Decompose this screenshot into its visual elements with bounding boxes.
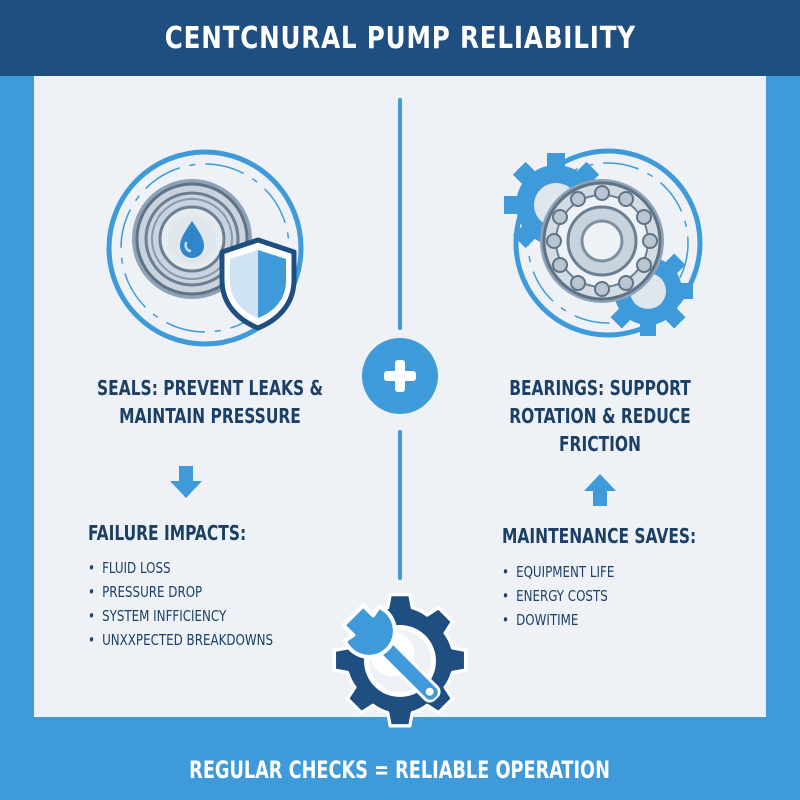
- shield-icon: [219, 237, 297, 331]
- center-divider-bottom: [398, 430, 402, 580]
- list-item: EQUIPMENT LIFE: [502, 560, 614, 584]
- plus-icon: [362, 338, 438, 414]
- ball-bearing-icon: [504, 148, 703, 338]
- header-bar: CENTCNURAL PUMP RELIABILITY: [0, 0, 800, 76]
- failure-impacts-heading: FAILURE IMPACTS:: [88, 521, 247, 545]
- center-divider-top: [398, 98, 402, 330]
- arrow-down-icon: [170, 466, 202, 498]
- list-item: FLUID LOSS: [88, 556, 273, 580]
- footer-text: REGULAR CHECKS = RELIABLE OPERATION: [189, 755, 611, 784]
- maintenance-saves-heading: MAINTENANCE SAVES:: [502, 524, 697, 548]
- list-item: PRESSURE DROP: [88, 580, 273, 604]
- failure-impacts-list: FLUID LOSS PRESSURE DROP SYSTEM INFFICIE…: [88, 556, 273, 652]
- bearings-label-line: BEARINGS: SUPPORT: [509, 376, 691, 400]
- footer-bar: REGULAR CHECKS = RELIABLE OPERATION: [0, 717, 800, 800]
- wrench-gear-icon: [332, 592, 468, 728]
- list-item: ENERGY COSTS: [502, 584, 614, 608]
- bearings-label: BEARINGS: SUPPORT ROTATION & REDUCE FRIC…: [462, 374, 737, 458]
- bearings-label-line: FRICTION: [558, 432, 642, 456]
- bearings-label-line: ROTATION & REDUCE: [509, 404, 691, 428]
- list-item: UNXXPECTED BREAKDOWNS: [88, 628, 273, 652]
- arrow-up-icon: [584, 474, 616, 506]
- seals-label-line: MAINTAIN PRESSURE: [119, 404, 301, 428]
- seals-label: SEALS: PREVENT LEAKS & MAINTAIN PRESSURE: [81, 374, 339, 430]
- seals-label-line: SEALS: PREVENT LEAKS &: [97, 376, 323, 400]
- maintenance-saves-list: EQUIPMENT LIFE ENERGY COSTS DOWITIME: [502, 560, 614, 632]
- page-title: CENTCNURAL PUMP RELIABILITY: [164, 20, 636, 56]
- list-item: DOWITIME: [502, 608, 614, 632]
- list-item: SYSTEM INFFICIENCY: [88, 604, 273, 628]
